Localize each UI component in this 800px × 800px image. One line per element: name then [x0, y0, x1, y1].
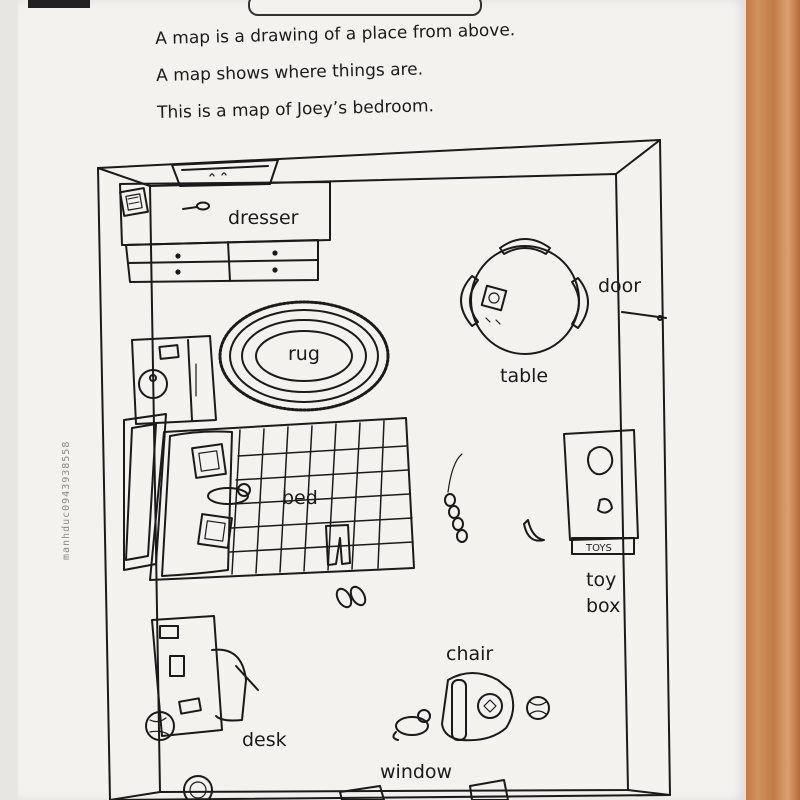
- rug: [218, 300, 390, 412]
- rug-label: rug: [288, 343, 320, 365]
- chair: [441, 672, 515, 742]
- globe-icon: [145, 711, 175, 741]
- toy-box-label-line-1: toy: [586, 569, 616, 591]
- banana-icon: [523, 519, 545, 542]
- door-label: door: [598, 275, 641, 297]
- desk: [151, 615, 259, 737]
- toy-box: [563, 429, 639, 555]
- desk-label: desk: [242, 729, 287, 751]
- chair-label: chair: [446, 643, 493, 665]
- ball-icon: [526, 696, 550, 720]
- picture-frame-icon: [119, 187, 149, 217]
- toy-box-label-line-2: box: [586, 595, 620, 617]
- table: [460, 238, 589, 355]
- slippers-icon: [335, 585, 367, 609]
- toys-sign-label: TOYS: [585, 543, 612, 554]
- bed-label: bed: [282, 487, 318, 509]
- toy-caterpillar-icon: [444, 453, 468, 543]
- nightstand: [131, 335, 217, 425]
- comb-icon: [182, 201, 210, 211]
- header-box: [248, 0, 482, 16]
- top-window: [171, 159, 279, 187]
- bottom-window: [339, 779, 509, 800]
- table-label: table: [500, 365, 548, 387]
- door: [621, 311, 667, 321]
- stuffed-animal-icon: [207, 483, 251, 505]
- cat-icon: [392, 709, 431, 741]
- wooden-table-background: [740, 0, 800, 800]
- page-corner-tab: [28, 0, 90, 8]
- trash-can-icon: [183, 775, 213, 800]
- window-label: window: [380, 761, 452, 783]
- dresser-label: dresser: [228, 207, 299, 229]
- dresser: [119, 181, 331, 283]
- pants-icon: [325, 524, 351, 566]
- bed: [123, 413, 415, 581]
